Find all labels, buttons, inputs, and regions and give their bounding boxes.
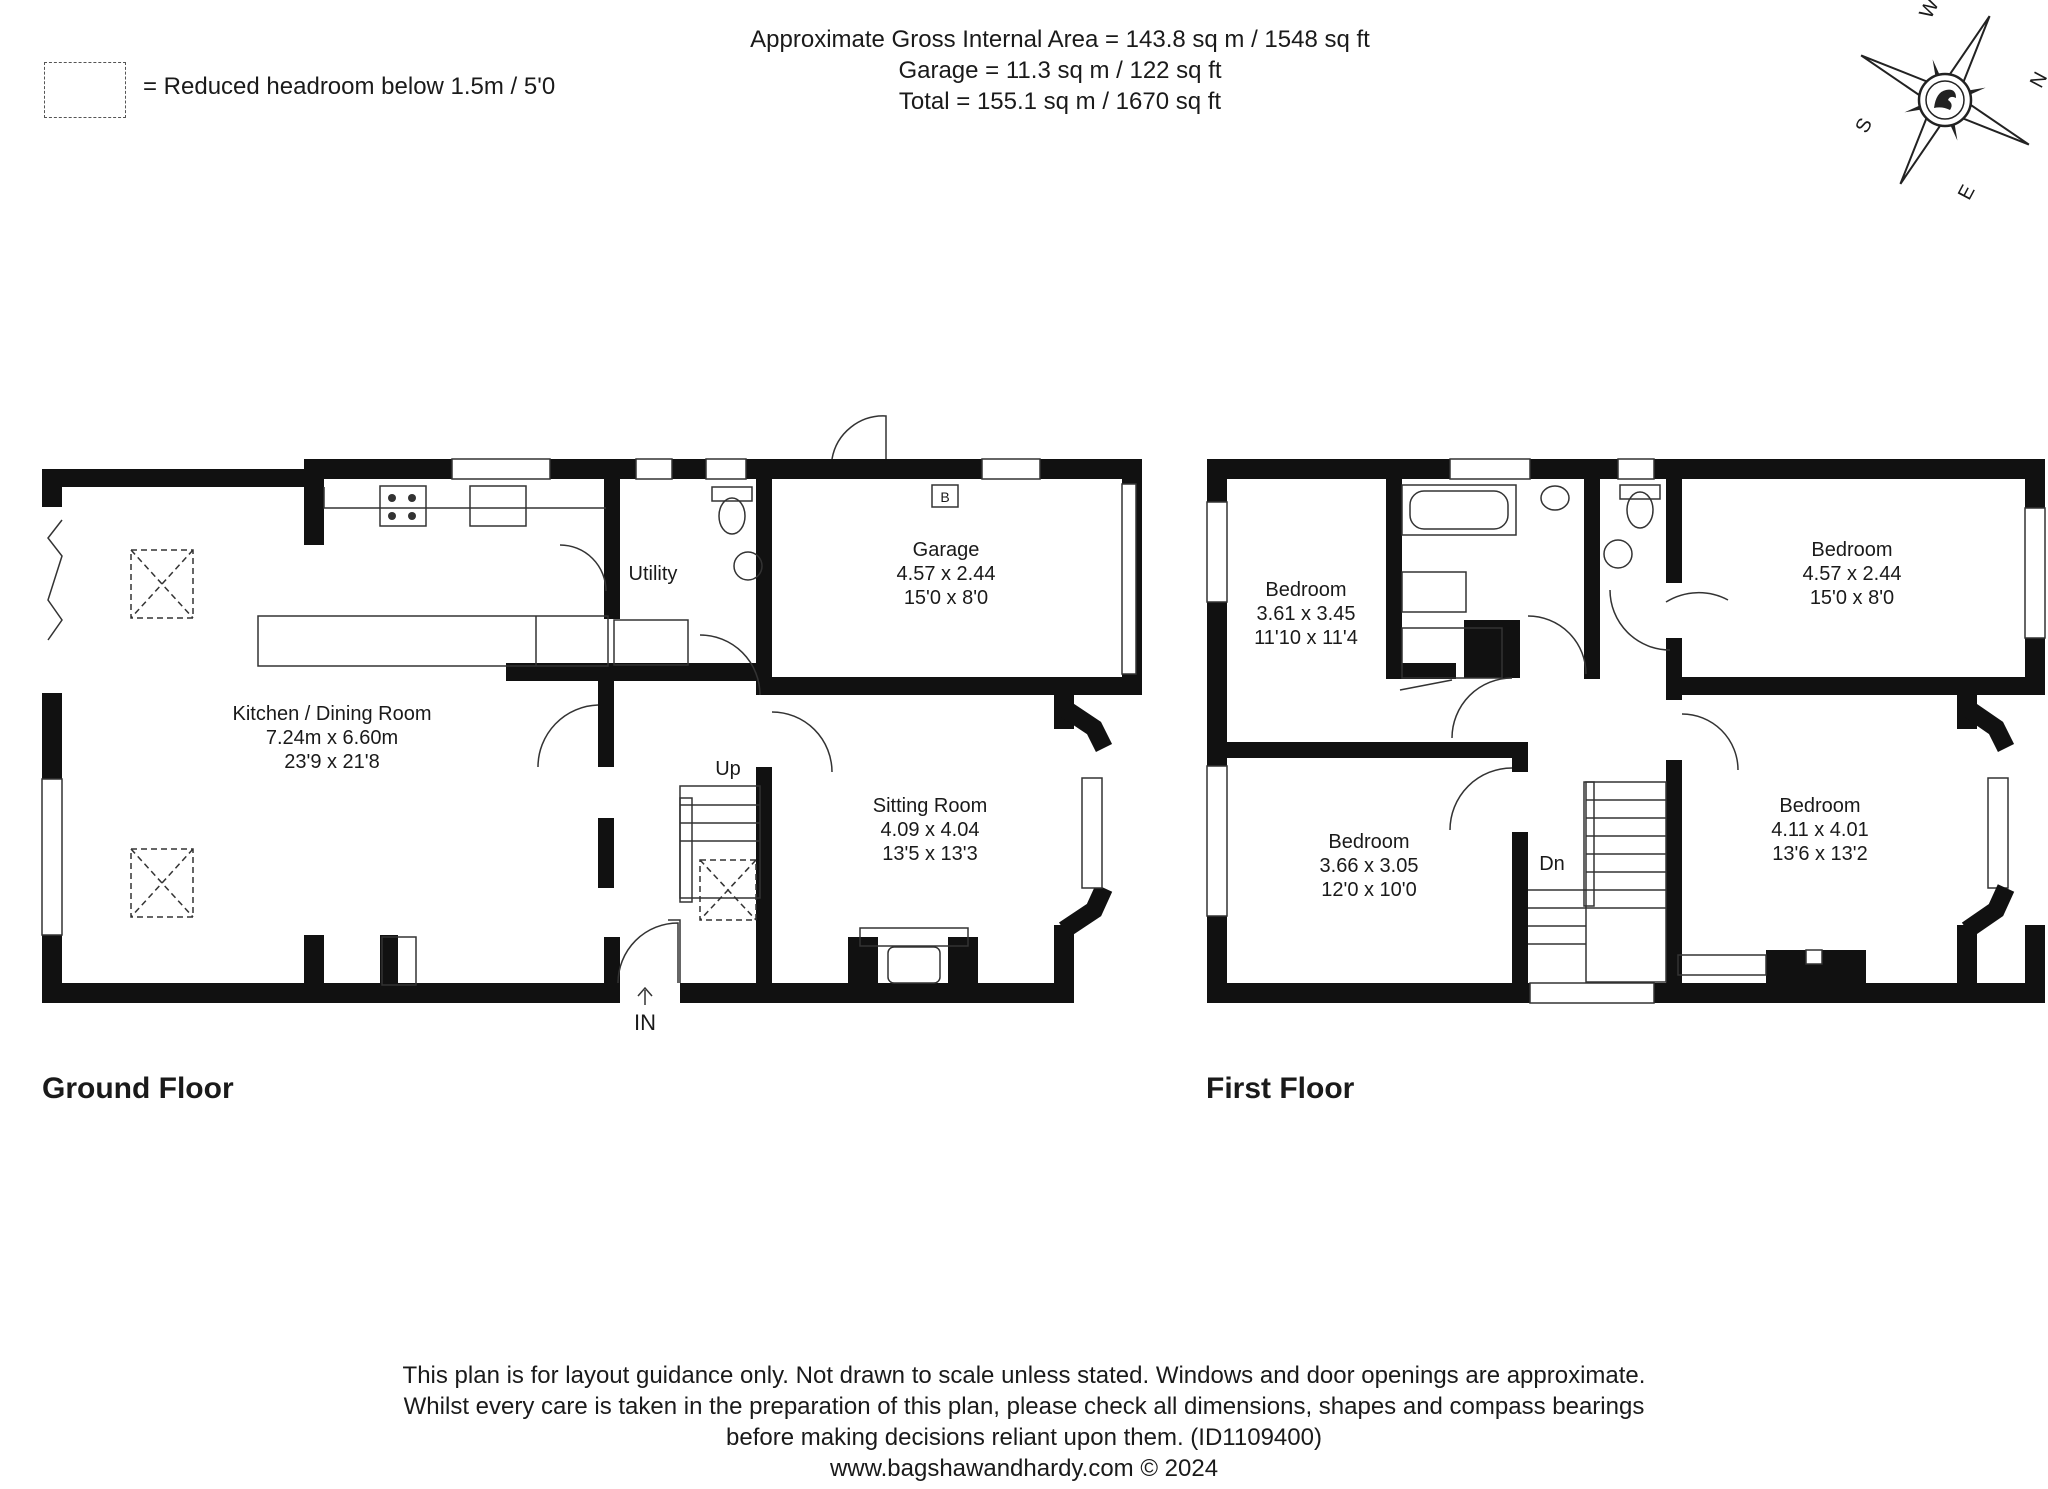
stairs-down-label: Dn [1539,853,1565,875]
entrance-label: IN [634,1010,656,1035]
bedroom-ne-imperial: 15'0 x 8'0 [1810,587,1894,609]
disclaimer-line-2: Whilst every care is taken in the prepar… [403,1393,1645,1420]
bedroom-sw-imperial: 12'0 x 10'0 [1321,879,1417,901]
garage-imperial: 15'0 x 8'0 [904,587,988,609]
ground-floor-plan: B Kitchen / Dining Room 7.24m x 6.60m 23… [41,415,1142,1035]
bedroom-se-name: Bedroom [1779,795,1860,817]
garage-metric: 4.57 x 2.44 [897,563,996,585]
entrance-arrow-icon [637,986,653,1005]
kitchen-metric: 7.24m x 6.60m [266,727,398,749]
bedroom-ne-metric: 4.57 x 2.44 [1803,563,1902,585]
reduced-headroom-swatch [44,62,126,118]
kitchen-imperial: 23'9 x 21'8 [284,751,380,773]
kitchen-name: Kitchen / Dining Room [233,703,432,725]
gross-area-text: Approximate Gross Internal Area = 143.8 … [750,26,1370,53]
utility-name: Utility [629,563,678,585]
bedroom-se-metric: 4.11 x 4.01 [1771,819,1868,841]
stairs-up-label: Up [715,758,741,780]
legend-text: = Reduced headroom below 1.5m / 5'0 [143,73,556,100]
garage-name: Garage [913,539,980,561]
bedroom-sw-metric: 3.66 x 3.05 [1320,855,1419,877]
first-floor-label: First Floor [1206,1072,1355,1105]
total-area-text: Total = 155.1 sq m / 1670 sq ft [898,88,1222,115]
boiler-label: B [940,489,949,505]
bedroom-sw-name: Bedroom [1328,831,1409,853]
sitting-room-metric: 4.09 x 4.04 [881,819,980,841]
first-floor-plan: Bedroom 3.61 x 3.45 11'10 x 11'4 Bedroom… [1206,458,2046,1004]
garage-area-text: Garage = 11.3 sq m / 122 sq ft [898,57,1222,84]
bedroom-nw-imperial: 11'10 x 11'4 [1254,627,1358,649]
compass-rose-icon: W N S E [1851,0,2048,204]
bedroom-nw-metric: 3.61 x 3.45 [1257,603,1356,625]
sitting-room-name: Sitting Room [873,795,988,817]
disclaimer-line-1: This plan is for layout guidance only. N… [402,1362,1646,1389]
bedroom-ne-name: Bedroom [1811,539,1892,561]
disclaimer-line-3: before making decisions reliant upon the… [726,1424,1322,1451]
sitting-room-imperial: 13'5 x 13'3 [882,843,978,865]
bedroom-nw-name: Bedroom [1265,579,1346,601]
ground-floor-label: Ground Floor [42,1072,234,1105]
bedroom-se-imperial: 13'6 x 13'2 [1772,843,1868,865]
website-copyright: www.bagshawandhardy.com © 2024 [829,1455,1219,1482]
compass-w: W [1916,0,1944,22]
